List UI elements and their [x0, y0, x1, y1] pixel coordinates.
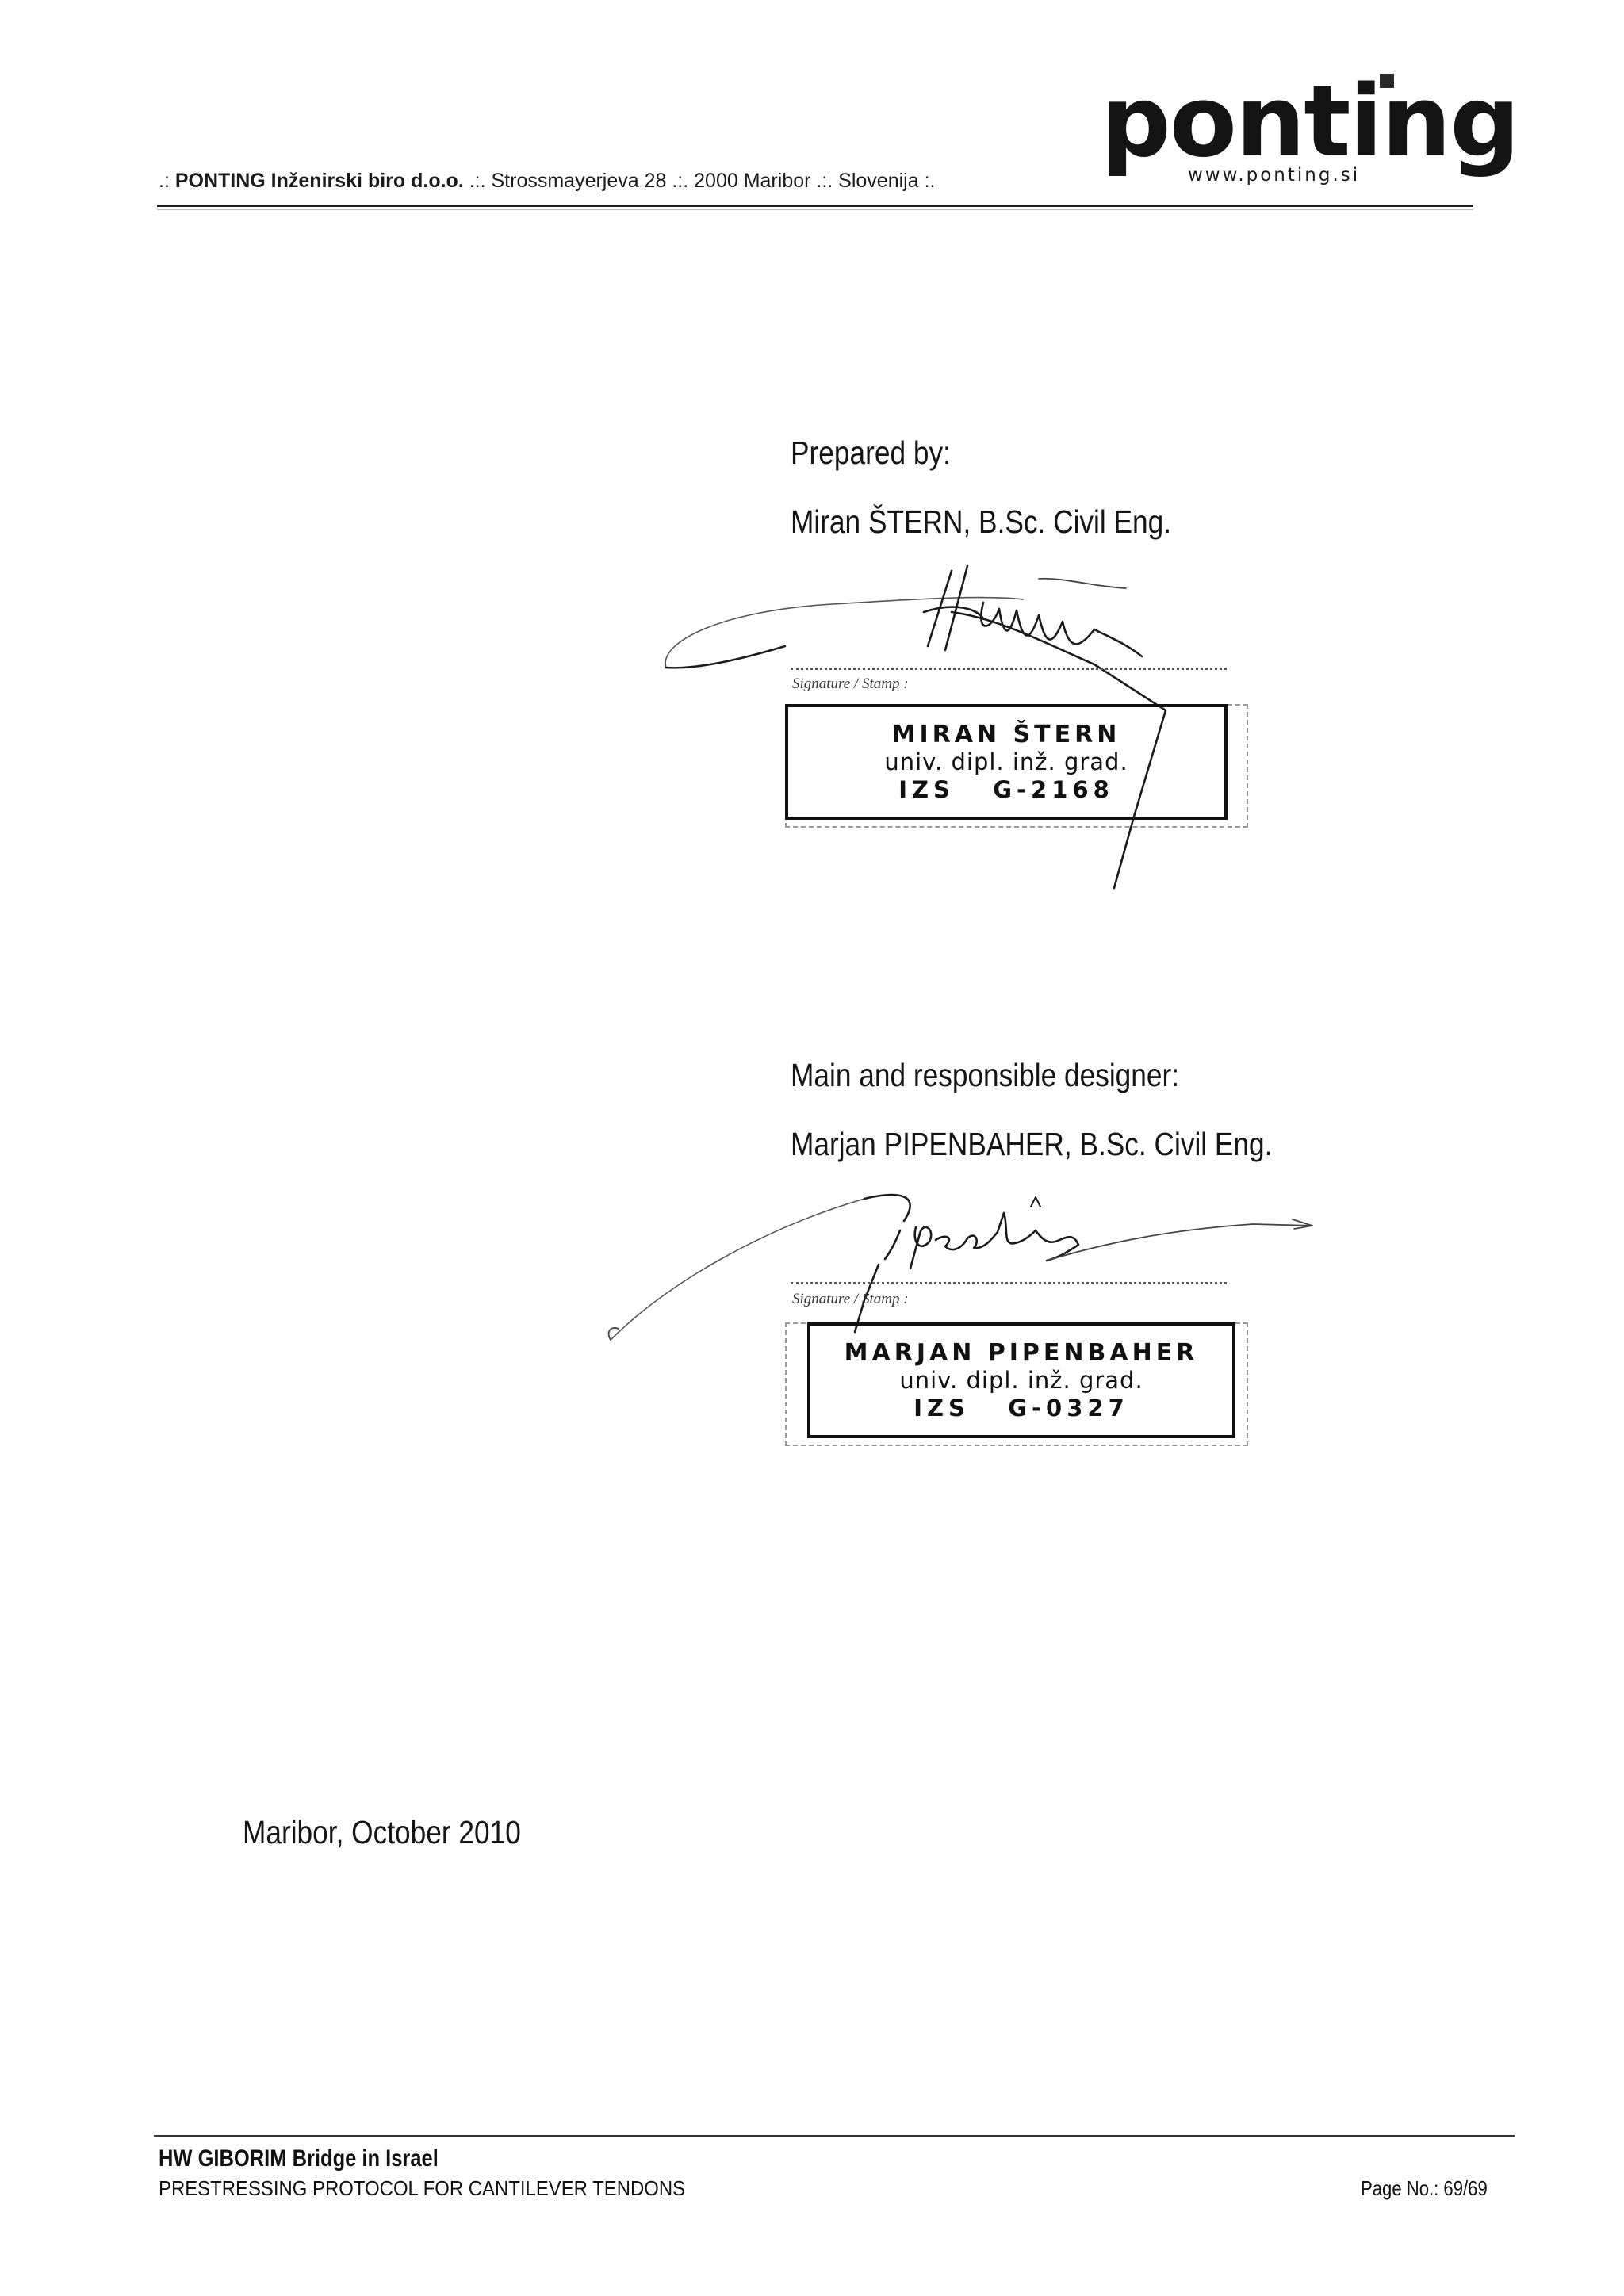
designer-stamp-title: univ. dipl. inž. grad.	[899, 1367, 1143, 1395]
preparer-signature-line	[791, 668, 1227, 670]
header-divider	[157, 205, 1473, 207]
preparer-stamp-title: univ. dipl. inž. grad.	[884, 748, 1128, 776]
address-details: .:. Strossmayerjeva 28 .:. 2000 Maribor …	[463, 170, 936, 192]
designer-stamp-name: MARJAN PIPENBAHER	[844, 1339, 1199, 1368]
preparer-name: Miran ŠTERN, B.Sc. Civil Eng.	[791, 503, 1172, 540]
designer-label: Main and responsible designer:	[791, 1057, 1180, 1093]
preparer-stamp-name: MIRAN ŠTERN	[891, 721, 1121, 749]
designer-stamp: MARJAN PIPENBAHER univ. dipl. inž. grad.…	[807, 1322, 1235, 1438]
designer-signature-line	[791, 1282, 1227, 1284]
designer-signature	[607, 1193, 1313, 1341]
footer-document-title: PRESTRESSING PROTOCOL FOR CANTILEVER TEN…	[159, 2176, 686, 2200]
header-divider-thin	[157, 209, 1473, 210]
preparer-signature-caption: Signature / Stamp :	[792, 675, 909, 692]
address-prefix: .:	[159, 170, 175, 192]
preparer-signature	[665, 564, 1167, 890]
footer-page-number: Page No.: 69/69	[1361, 2176, 1488, 2200]
footer-project-title: HW GIBORIM Bridge in Israel	[159, 2145, 439, 2172]
company-address-line: .: PONTING Inženirski biro d.o.o. .:. St…	[159, 170, 935, 193]
preparer-stamp-registration: IZS G-2168	[898, 775, 1114, 803]
place-date: Maribor, October 2010	[243, 1814, 521, 1850]
designer-signature-caption: Signature / Stamp :	[792, 1291, 909, 1307]
preparer-stamp: MIRAN ŠTERN univ. dipl. inž. grad. IZS G…	[785, 704, 1228, 820]
company-name: PONTING Inženirski biro d.o.o.	[174, 170, 464, 192]
logo-dot-mark	[1380, 74, 1394, 88]
prepared-by-label: Prepared by:	[791, 434, 951, 471]
ponting-logo: ponting	[1101, 65, 1520, 179]
designer-stamp-registration: IZS G-0327	[914, 1394, 1129, 1422]
footer-divider	[154, 2135, 1515, 2137]
logo-url: www.ponting.si	[1188, 165, 1361, 186]
designer-name: Marjan PIPENBAHER, B.Sc. Civil Eng.	[791, 1126, 1273, 1162]
